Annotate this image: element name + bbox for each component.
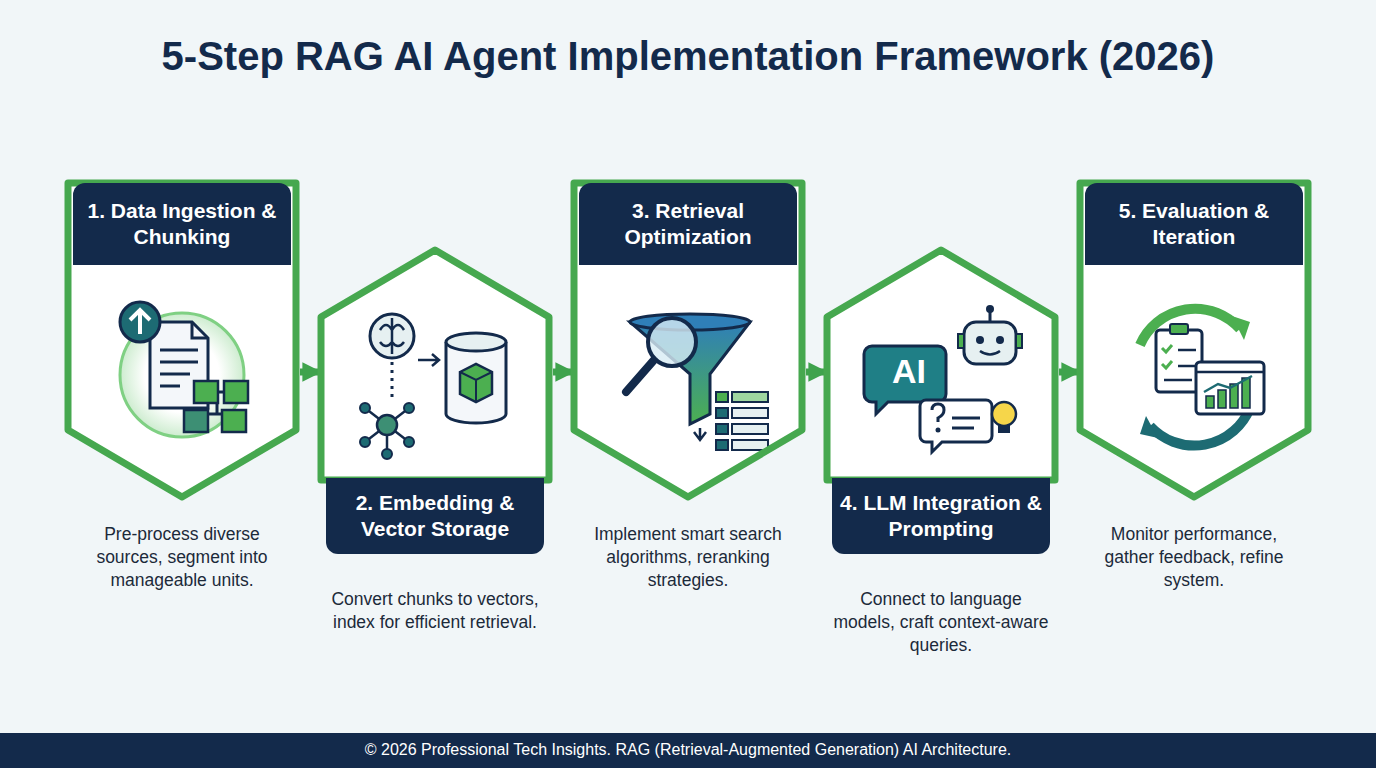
card-border — [68, 183, 296, 497]
step-card: 5. Evaluation & IterationMonitor perform… — [1080, 183, 1308, 591]
step-description: Convert chunks to vectors, index for eff… — [321, 588, 549, 634]
step-description: Connect to language models, craft contex… — [827, 588, 1055, 656]
footer-caption: © 2026 Professional Tech Insights. RAG (… — [0, 741, 1376, 759]
evaluation-icon — [1140, 309, 1264, 446]
step-card: 3. Retrieval OptimizationImplement smart… — [574, 183, 802, 591]
step-heading: 1. Data Ingestion & Chunking — [73, 183, 291, 265]
step-description: Pre-process diverse sources, segment int… — [68, 523, 296, 591]
retrieval-icon — [626, 314, 768, 450]
step-heading: 2. Embedding & Vector Storage — [326, 478, 544, 554]
step-heading: 3. Retrieval Optimization — [579, 183, 797, 265]
card-fills — [68, 183, 1308, 497]
flow-arrow — [1059, 369, 1079, 376]
step-card: 1. Data Ingestion & ChunkingPre-process … — [68, 183, 296, 591]
step-heading: 5. Evaluation & Iteration — [1085, 183, 1303, 265]
card-border — [574, 183, 802, 497]
hexagon-outline — [321, 250, 549, 480]
llm-icon — [864, 305, 1022, 452]
step-description: Implement smart search algorithms, reran… — [574, 523, 802, 591]
card-border — [827, 250, 1055, 480]
ingestion-icon — [120, 302, 248, 437]
step-description: Monitor performance, gather feedback, re… — [1080, 523, 1308, 591]
embedding-icon — [360, 314, 506, 459]
step-card: 4. LLM Integration & PromptingConnect to… — [827, 250, 1055, 656]
card-border — [321, 250, 549, 480]
flow-arrow — [300, 369, 320, 376]
flow-arrow — [806, 369, 826, 376]
diagram-title: 5-Step RAG AI Agent Implementation Frame… — [0, 34, 1376, 79]
flow-arrow — [553, 369, 573, 376]
hexagon-outline — [827, 250, 1055, 480]
step-heading: 4. LLM Integration & Prompting — [832, 478, 1050, 554]
bubble-label: AI — [872, 352, 946, 391]
card-border — [1080, 183, 1308, 497]
step-card: 2. Embedding & Vector StorageConvert chu… — [321, 250, 549, 634]
